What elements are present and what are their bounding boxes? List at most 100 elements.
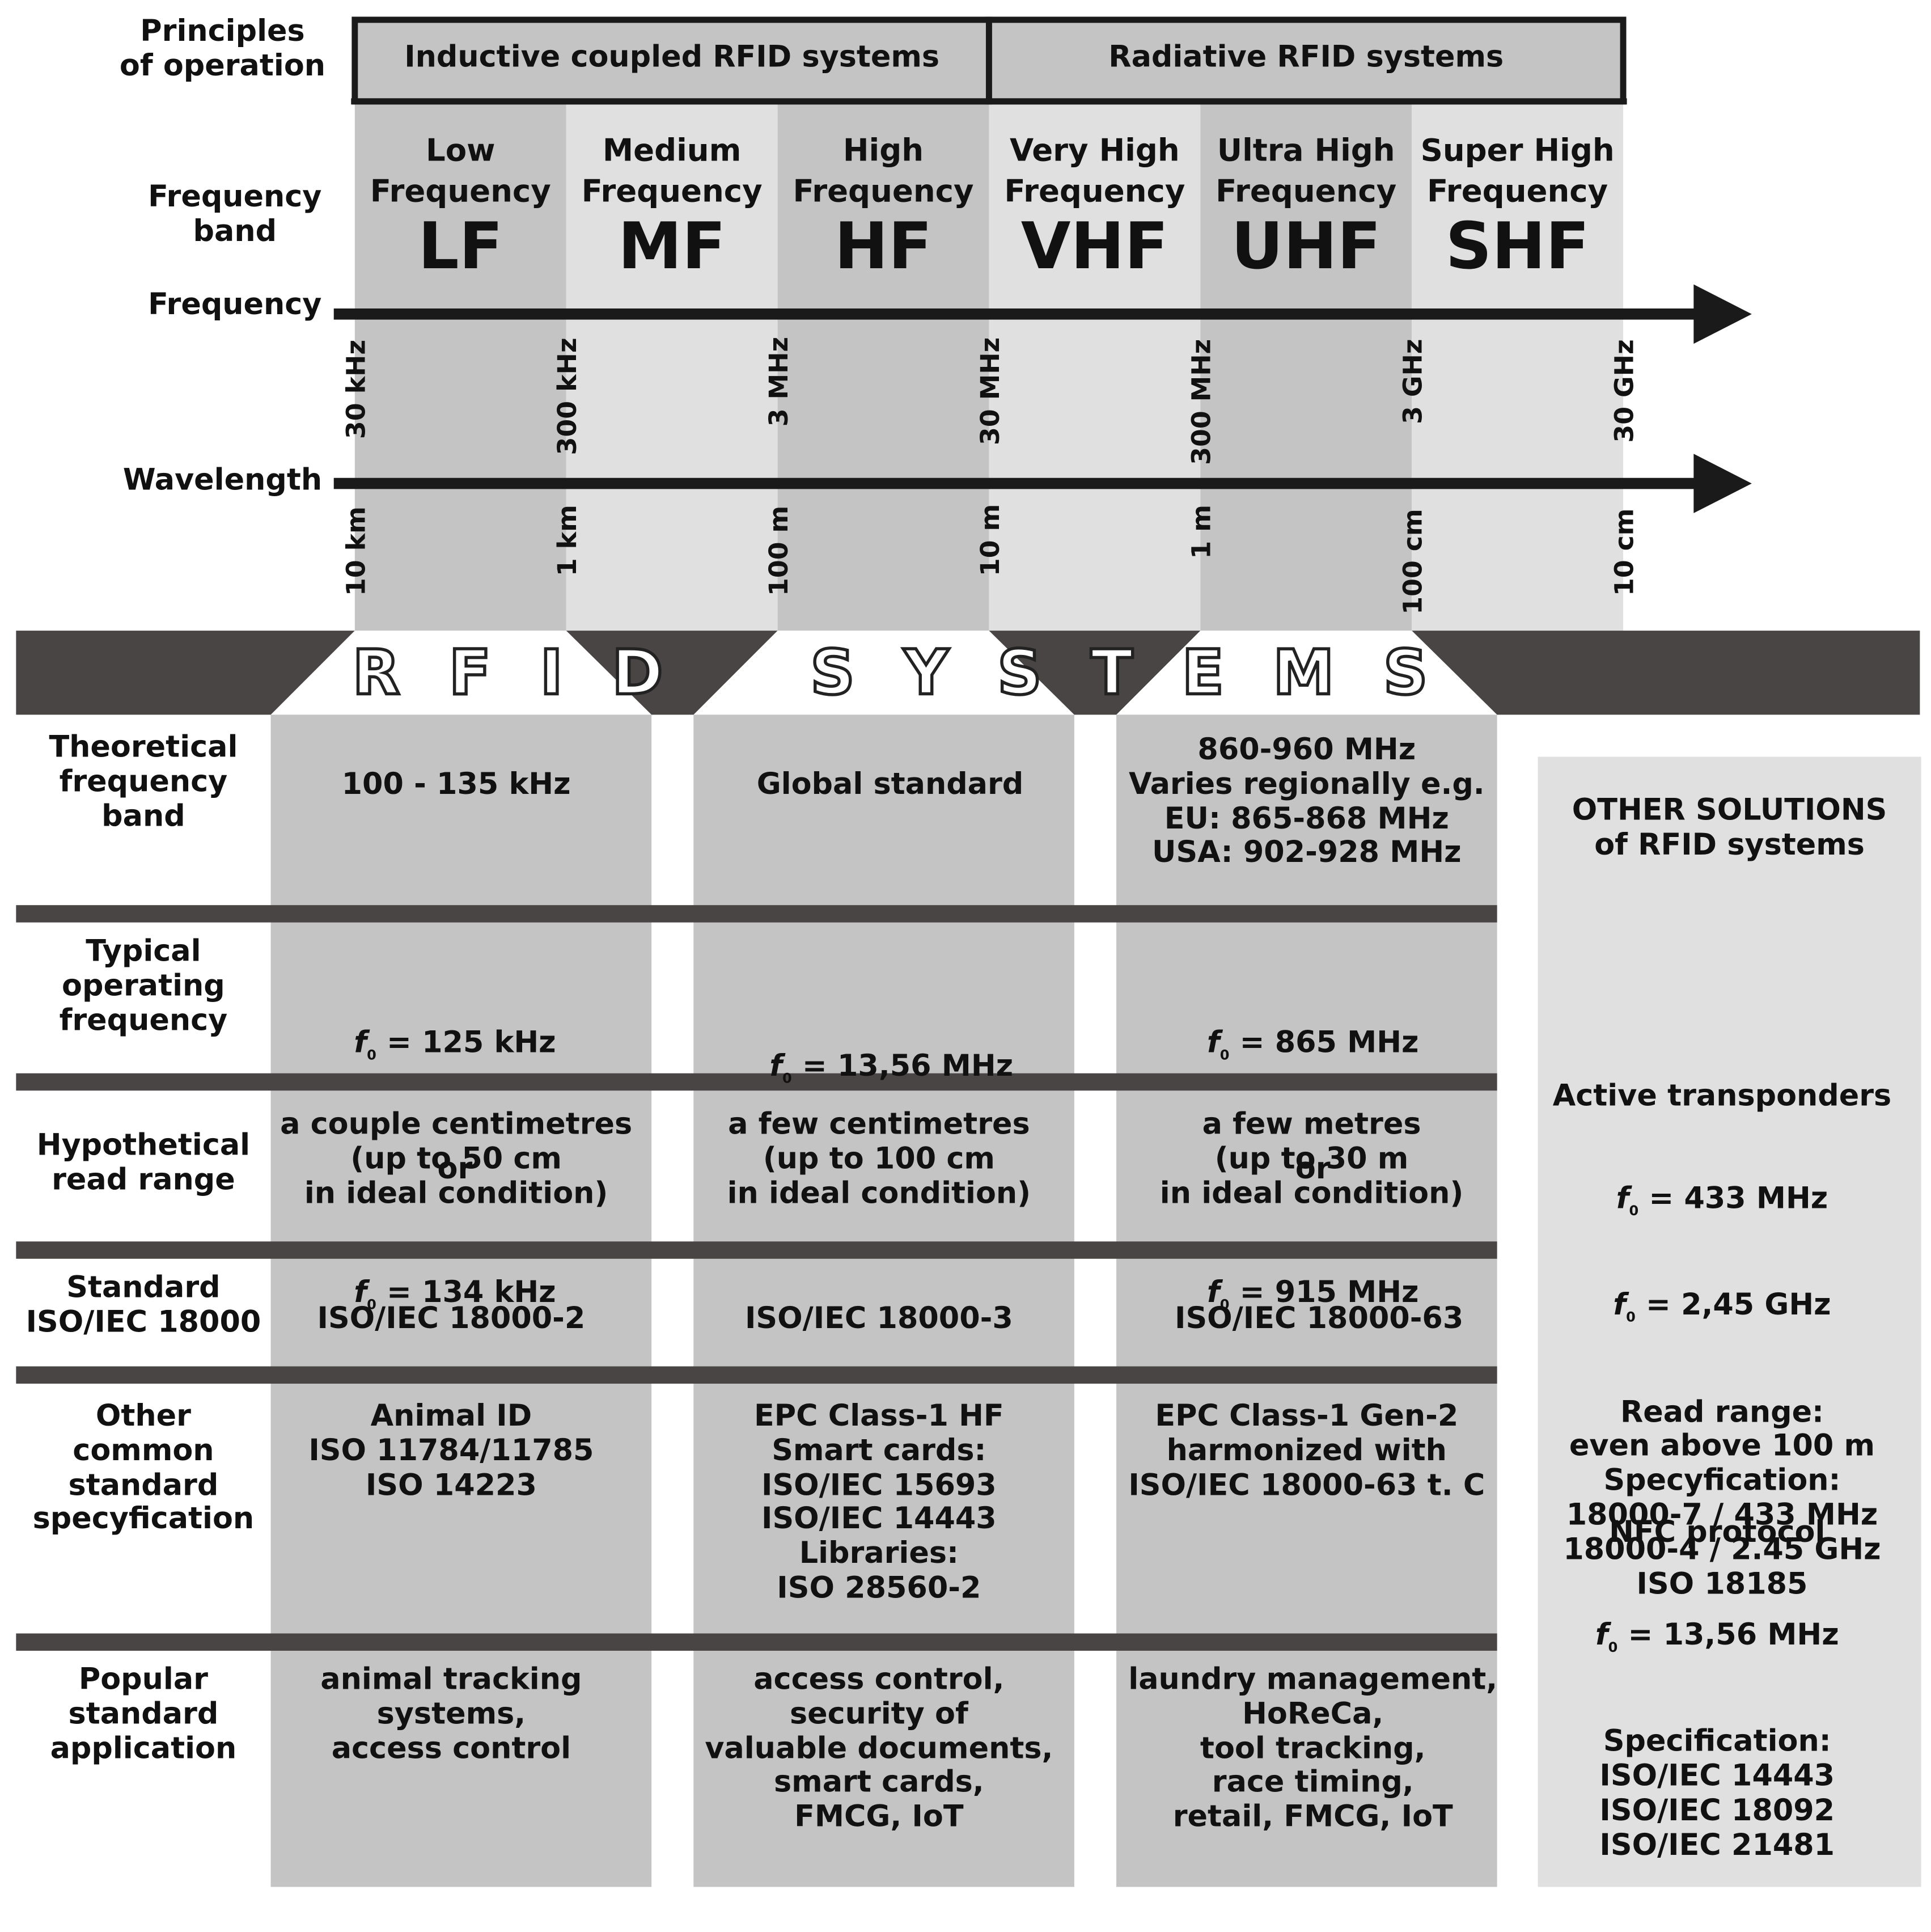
- frequency-tick: 300 kHz: [552, 337, 583, 455]
- uhf-standard: ISO/IEC 18000-63: [1175, 1300, 1464, 1335]
- f0-symbol: f: [1206, 1025, 1220, 1060]
- row-label-applications: Popular standard application: [50, 1662, 237, 1766]
- band-name-lf: Low Frequency: [370, 132, 551, 209]
- active-frequency-245: = 2,45 GHz: [1646, 1287, 1831, 1322]
- radiative-header: Radiative RFID systems: [1108, 39, 1504, 74]
- f0-symbol: f: [1595, 1617, 1608, 1652]
- rfid-systems-title: R F I D S Y S T E M S: [351, 631, 1429, 715]
- rfid-systems-banner: [16, 631, 1920, 715]
- wavelength-tick: 100 cm: [1398, 509, 1428, 615]
- banner-letter: M: [1271, 635, 1336, 710]
- f0-subscript: 0: [1219, 1297, 1230, 1314]
- lf-frequency-134: = 134 kHz: [386, 1275, 556, 1310]
- wavelength-tick: 1 km: [552, 505, 583, 577]
- lf-applications: animal tracking systems, access control: [320, 1662, 582, 1766]
- active-transponders-block: Active transponders f0 = 433 MHz f0 = 2,…: [1538, 1011, 1907, 1671]
- wavelength-tick: 10 m: [975, 504, 1005, 577]
- band-column-hf: [777, 104, 989, 631]
- row-label-standard: Standard ISO/IEC 18000: [26, 1270, 261, 1339]
- banner-letter: S: [809, 635, 857, 710]
- f0-subscript: 0: [1626, 1309, 1636, 1326]
- banner-letter: S: [996, 635, 1043, 710]
- active-frequency-433: = 433 MHz: [1649, 1181, 1828, 1216]
- inductive-header: Inductive coupled RFID systems: [404, 39, 940, 74]
- band-name-hf: High Frequency: [793, 132, 974, 209]
- band-abbr-shf: SHF: [1445, 210, 1590, 285]
- banner-letter: I: [539, 635, 565, 710]
- lf-read-range: a couple centimetres (up to 50 cm in ide…: [280, 1106, 633, 1210]
- frequency-tick: 300 MHz: [1187, 339, 1217, 465]
- lf-operating-frequency: f0 = 125 kHz or f0 = 134 kHz: [271, 940, 640, 1398]
- active-transponders-title: Active transponders: [1552, 1077, 1892, 1113]
- hf-operating-frequency: f0 = 13,56 MHz: [693, 980, 1089, 1156]
- frequency-arrow: [333, 284, 1752, 344]
- wavelength-tick: 100 m: [764, 505, 794, 597]
- band-name-mf: Medium Frequency: [581, 132, 763, 209]
- band-abbr-mf: MF: [617, 210, 726, 285]
- uhf-frequency-865: = 865 MHz: [1239, 1025, 1419, 1060]
- band-column-uhf: [1200, 104, 1412, 631]
- f0-subscript: 0: [1608, 1639, 1618, 1656]
- hf-other-standards: EPC Class-1 HF Smart cards: ISO/IEC 1569…: [754, 1398, 1004, 1605]
- banner-letter: E: [1180, 635, 1226, 710]
- hf-theoretical-band: Global standard: [756, 766, 1024, 801]
- principles-label: Principles of operation: [119, 13, 326, 83]
- banner-letter: F: [447, 635, 493, 710]
- f0-subscript: 0: [1219, 1047, 1230, 1064]
- band-name-shf: Super High Frequency: [1420, 132, 1615, 209]
- frequency-label: Frequency: [148, 286, 322, 322]
- row-label-read-range: Hypothetical read range: [36, 1127, 251, 1197]
- row-separator: [16, 1241, 1497, 1259]
- other-solutions-panel: [1538, 756, 1921, 1887]
- row-separator: [16, 1366, 1497, 1384]
- wavelength-arrow: [333, 454, 1752, 513]
- f0-symbol: f: [1206, 1275, 1220, 1310]
- radiative-header-box: [985, 16, 1627, 105]
- row-label-other-standards: Other common standard specyfication: [32, 1398, 255, 1537]
- band-column-mf: [566, 104, 778, 631]
- band-abbr-lf: LF: [418, 210, 503, 285]
- f0-symbol: f: [354, 1275, 367, 1310]
- lf-or: or: [437, 1151, 473, 1186]
- nfc-details: Specification: ISO/IEC 14443 ISO/IEC 180…: [1599, 1724, 1835, 1862]
- f0-symbol: f: [354, 1025, 367, 1060]
- banner-letter: R: [351, 635, 401, 710]
- banner-letter: S: [1382, 635, 1429, 710]
- f0-symbol: f: [1616, 1181, 1629, 1216]
- band-name-vhf: Very High Frequency: [1004, 132, 1185, 209]
- f0-symbol: f: [769, 1048, 783, 1083]
- row-label-theoretical-band: Theoretical frequency band: [49, 729, 238, 833]
- f0-subscript: 0: [367, 1297, 376, 1314]
- lf-theoretical-band: 100 - 135 kHz: [341, 766, 571, 801]
- nfc-frequency: = 13,56 MHz: [1628, 1617, 1839, 1652]
- frequency-tick: 30 kHz: [341, 339, 371, 439]
- f0-symbol: f: [1613, 1287, 1627, 1322]
- wavelength-tick: 10 km: [341, 506, 371, 597]
- uhf-theoretical-band: 860-960 MHz Varies regionally e.g. EU: 8…: [1128, 732, 1485, 870]
- band-name-uhf: Ultra High Frequency: [1216, 132, 1397, 209]
- row-separator: [16, 1073, 1497, 1091]
- band-column-vhf: [989, 104, 1201, 631]
- lf-other-standards: Animal ID ISO 11784/11785 ISO 14223: [308, 1398, 594, 1502]
- hf-standard: ISO/IEC 18000-3: [744, 1300, 1013, 1335]
- band-column-lf: [354, 104, 566, 631]
- row-label-operating-frequency: Typical operating frequency: [59, 933, 228, 1037]
- uhf-read-range: a few metres (up to 30 m in ideal condit…: [1159, 1106, 1464, 1210]
- hf-applications: access control, security of valuable doc…: [705, 1662, 1053, 1834]
- uhf-or: or: [1295, 1151, 1331, 1186]
- wavelength-label: Wavelength: [122, 462, 323, 497]
- hf-frequency-1356: = 13,56 MHz: [802, 1048, 1014, 1083]
- diagram-background: [16, 16, 1921, 1887]
- uhf-applications: laundry management, HoReCa, tool trackin…: [1128, 1662, 1498, 1834]
- wavelength-tick: 10 cm: [1610, 508, 1640, 597]
- rfid-systems-diagram: Principles of operation Inductive couple…: [16, 13, 1921, 1887]
- frequency-tick: 30 MHz: [975, 337, 1005, 445]
- wavelength-tick: 1 m: [1187, 505, 1217, 559]
- band-abbr-uhf: UHF: [1231, 210, 1381, 285]
- active-transponders-details: Read range: even above 100 m Specyficati…: [1563, 1394, 1881, 1601]
- row-separator: [16, 1633, 1497, 1651]
- uhf-operating-frequency: f0 = 865 MHz or f0 = 915 MHz: [1116, 940, 1509, 1398]
- f0-subscript: 0: [367, 1047, 376, 1064]
- frequency-tick: 3 GHz: [1398, 339, 1428, 424]
- nfc-title: NFC protocol: [1609, 1514, 1826, 1549]
